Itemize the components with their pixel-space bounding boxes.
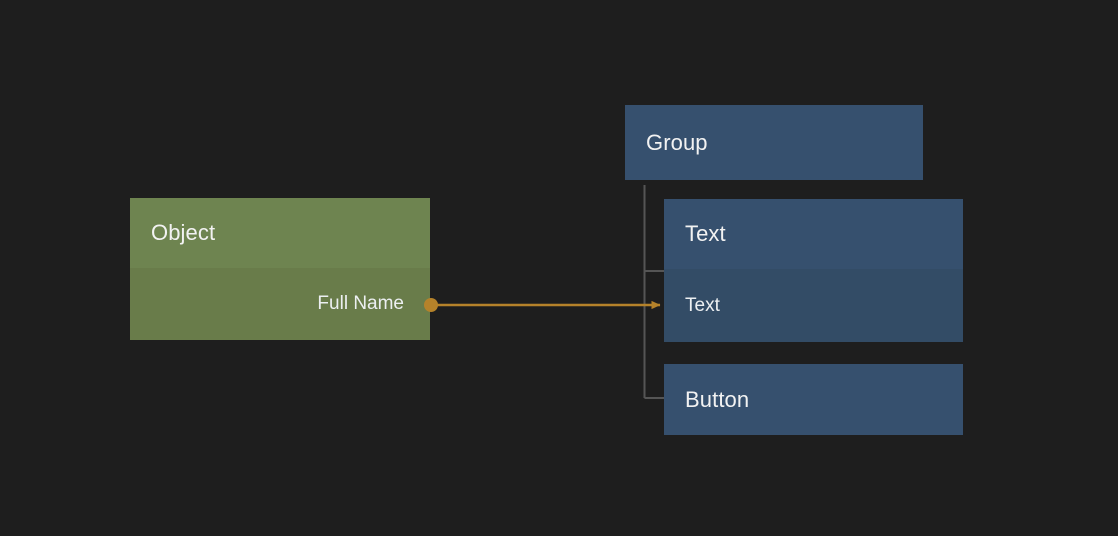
node-text-row-label: Text — [685, 294, 720, 316]
node-object[interactable]: Object Full Name — [130, 198, 430, 340]
node-text-title: Text — [664, 199, 963, 269]
node-object-title: Object — [130, 198, 430, 268]
node-object-row-full-name[interactable]: Full Name — [130, 268, 430, 340]
node-text-row-text[interactable]: Text — [664, 269, 963, 342]
output-port-full-name[interactable] — [424, 298, 438, 312]
node-object-row-label: Full Name — [317, 293, 404, 314]
node-text[interactable]: Text Text — [664, 199, 963, 342]
node-button[interactable]: Button — [664, 364, 963, 435]
node-button-title: Button — [664, 364, 963, 435]
node-group-title: Group — [625, 105, 923, 180]
node-group[interactable]: Group — [625, 105, 923, 180]
